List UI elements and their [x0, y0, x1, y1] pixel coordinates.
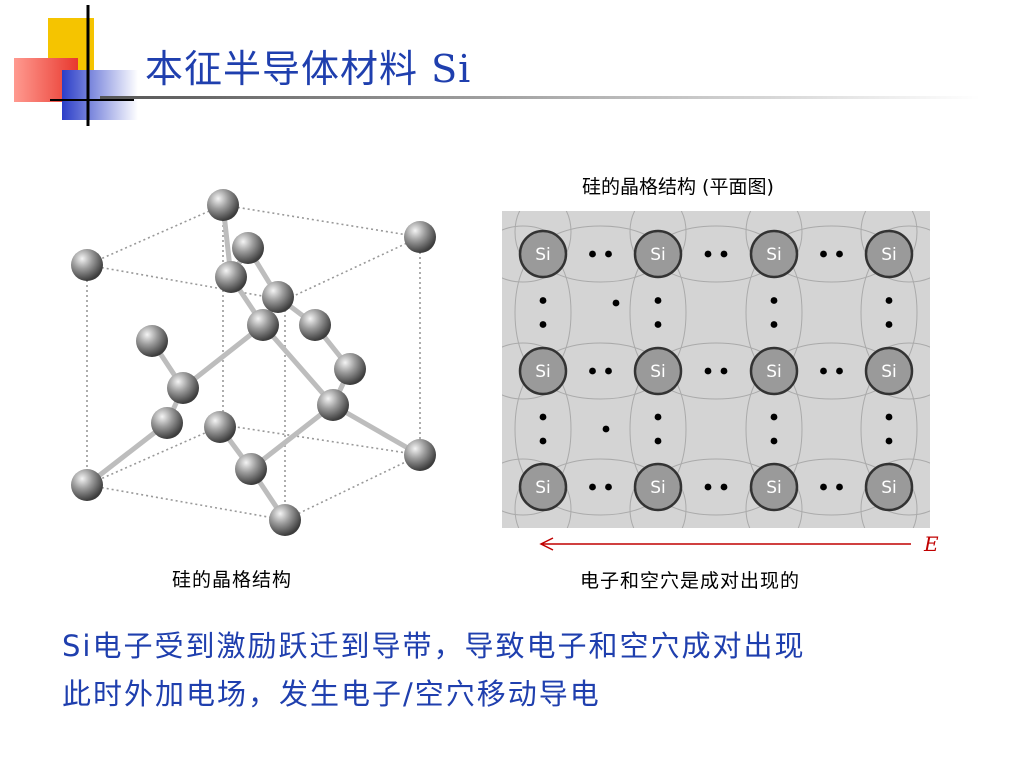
electric-field-arrow	[539, 537, 911, 551]
electron	[654, 413, 662, 421]
silicon-atoms	[71, 189, 436, 536]
electron	[770, 437, 778, 445]
atom	[71, 249, 103, 281]
si-atom	[518, 229, 568, 279]
electron	[820, 250, 827, 258]
si-atom	[518, 462, 568, 512]
si-atom	[633, 462, 683, 512]
electron	[605, 367, 612, 375]
electron	[539, 437, 547, 445]
electron	[654, 297, 662, 304]
si-atom-label: Si	[766, 478, 782, 498]
atom	[215, 261, 247, 293]
electron	[605, 483, 612, 491]
si-atom-label: Si	[535, 478, 551, 498]
electron	[704, 250, 712, 258]
free-electron	[602, 425, 610, 433]
si-atom-label: Si	[881, 245, 897, 265]
electron	[820, 367, 827, 375]
electron	[885, 321, 893, 328]
unit-cell-edges	[86, 204, 421, 521]
atom	[232, 232, 264, 264]
si-atom	[749, 462, 799, 512]
header-decoration	[14, 5, 980, 126]
lattice-plan-caption: 硅的晶格结构 (平面图)	[582, 176, 774, 198]
electron	[885, 297, 893, 304]
si-atom-label: Si	[766, 245, 782, 265]
electron	[836, 250, 843, 258]
si-atom	[864, 462, 914, 512]
si-atom-label: Si	[650, 362, 666, 382]
atom	[207, 189, 239, 221]
si-atom-label: Si	[535, 362, 551, 382]
electron	[720, 250, 728, 258]
electron	[885, 413, 893, 421]
body-text: Si电子受到激励跃迁到导带，导致电子和空穴成对出现 此时外加电场，发生电子/空穴…	[62, 622, 962, 718]
si-atom	[864, 229, 914, 279]
valence-electrons	[539, 250, 893, 491]
si-atom-label: Si	[881, 362, 897, 382]
body-line-2: 此时外加电场，发生电子/空穴移动导电	[62, 677, 601, 711]
si-atom	[633, 229, 683, 279]
electron	[704, 367, 712, 375]
pair-caption: 电子和空穴是成对出现的	[580, 570, 801, 592]
atom	[136, 325, 168, 357]
atom	[71, 469, 103, 501]
slide-title: 本征半导体材料 Si	[145, 47, 472, 91]
electron	[539, 321, 547, 328]
electron	[605, 250, 612, 258]
electron	[770, 297, 778, 304]
electron	[820, 483, 827, 491]
atom	[317, 389, 349, 421]
body-line-1: Si电子受到激励跃迁到导带，导致电子和空穴成对出现	[62, 629, 806, 663]
si-atom-label: Si	[535, 245, 551, 265]
atom	[299, 309, 331, 341]
field-label: E	[924, 532, 939, 556]
free-electron	[612, 299, 620, 307]
electron	[654, 321, 662, 328]
atom	[334, 353, 366, 385]
si-atom-label: Si	[650, 478, 666, 498]
title-underline	[100, 96, 980, 99]
electron	[704, 483, 712, 491]
atom	[247, 309, 279, 341]
si-atom	[749, 346, 799, 396]
atom	[151, 407, 183, 439]
electron	[885, 437, 893, 445]
electron	[589, 483, 596, 491]
electron	[539, 413, 547, 421]
atom	[235, 453, 267, 485]
electron	[770, 413, 778, 421]
electron	[836, 367, 843, 375]
electron	[539, 297, 547, 304]
si-atom	[518, 346, 568, 396]
atom	[262, 281, 294, 313]
atom	[204, 411, 236, 443]
electron	[836, 483, 843, 491]
si-atom	[749, 229, 799, 279]
si-atom-label: Si	[766, 362, 782, 382]
electron	[589, 250, 596, 258]
atom	[167, 372, 199, 404]
si-atom-label: Si	[650, 245, 666, 265]
electron	[720, 367, 728, 375]
electron	[720, 483, 728, 491]
silicon-crystal-3d-diagram	[71, 189, 436, 536]
electron	[589, 367, 596, 375]
atom	[269, 504, 301, 536]
crystal-caption: 硅的晶格结构	[172, 569, 293, 591]
si-atom	[864, 346, 914, 396]
deco-blue-square	[62, 70, 138, 120]
electron	[770, 321, 778, 328]
si-atom-label: Si	[881, 478, 897, 498]
si-atom	[633, 346, 683, 396]
atom	[404, 221, 436, 253]
atom	[404, 439, 436, 471]
electron	[654, 437, 662, 445]
